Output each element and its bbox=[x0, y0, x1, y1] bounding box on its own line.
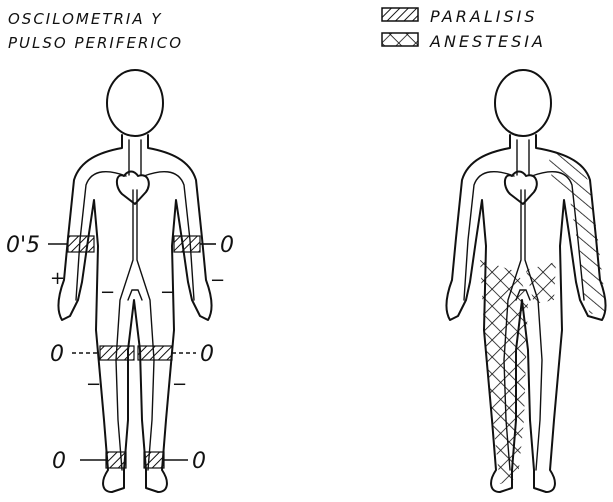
title-line-1: OSCILOMETRIA Y bbox=[8, 10, 163, 28]
left-figure-band-left-thigh bbox=[138, 346, 172, 360]
pulse-left-femoral: − bbox=[160, 282, 175, 303]
paralysis-swatch bbox=[382, 8, 418, 21]
pulse-right-wrist: + bbox=[50, 268, 65, 289]
anesthesia-swatch bbox=[382, 33, 418, 46]
pulse-left-popliteal: − bbox=[172, 374, 187, 395]
left-figure-band-right-thigh bbox=[100, 346, 134, 360]
right-head bbox=[495, 70, 551, 136]
osc-right-thigh: 0 bbox=[50, 342, 64, 367]
left-figure-band-right-ankle bbox=[106, 452, 126, 468]
legend-label-anesthesia: ANESTESIA bbox=[429, 32, 546, 51]
pulse-right-popliteal: − bbox=[86, 374, 101, 395]
left-head bbox=[107, 70, 163, 136]
legend-label-paralysis: PARALISIS bbox=[430, 7, 538, 26]
legend-item-paralysis: PARALISIS bbox=[382, 7, 538, 26]
osc-left-ankle: 0 bbox=[192, 449, 206, 474]
left-figure-band-left-ankle bbox=[144, 452, 164, 468]
right-body-figure bbox=[446, 70, 606, 492]
pulse-right-femoral: − bbox=[100, 282, 115, 303]
left-figure-band-left-arm bbox=[174, 236, 200, 252]
left-body-figure bbox=[48, 70, 216, 492]
right-figure-anesthesia-left-thigh bbox=[526, 262, 556, 304]
pulse-left-wrist: − bbox=[210, 270, 225, 291]
left-body-outline bbox=[58, 135, 211, 492]
legend-item-anesthesia: ANESTESIA bbox=[382, 32, 546, 51]
osc-right-ankle: 0 bbox=[52, 449, 66, 474]
title-line-2: PULSO PERIFERICO bbox=[8, 34, 183, 52]
osc-right-arm: 0'5 bbox=[6, 233, 40, 258]
left-figure-band-right-arm bbox=[68, 236, 94, 252]
legend: PARALISIS ANESTESIA bbox=[382, 7, 546, 51]
osc-left-arm: 0 bbox=[220, 233, 234, 258]
osc-left-thigh: 0 bbox=[200, 342, 214, 367]
